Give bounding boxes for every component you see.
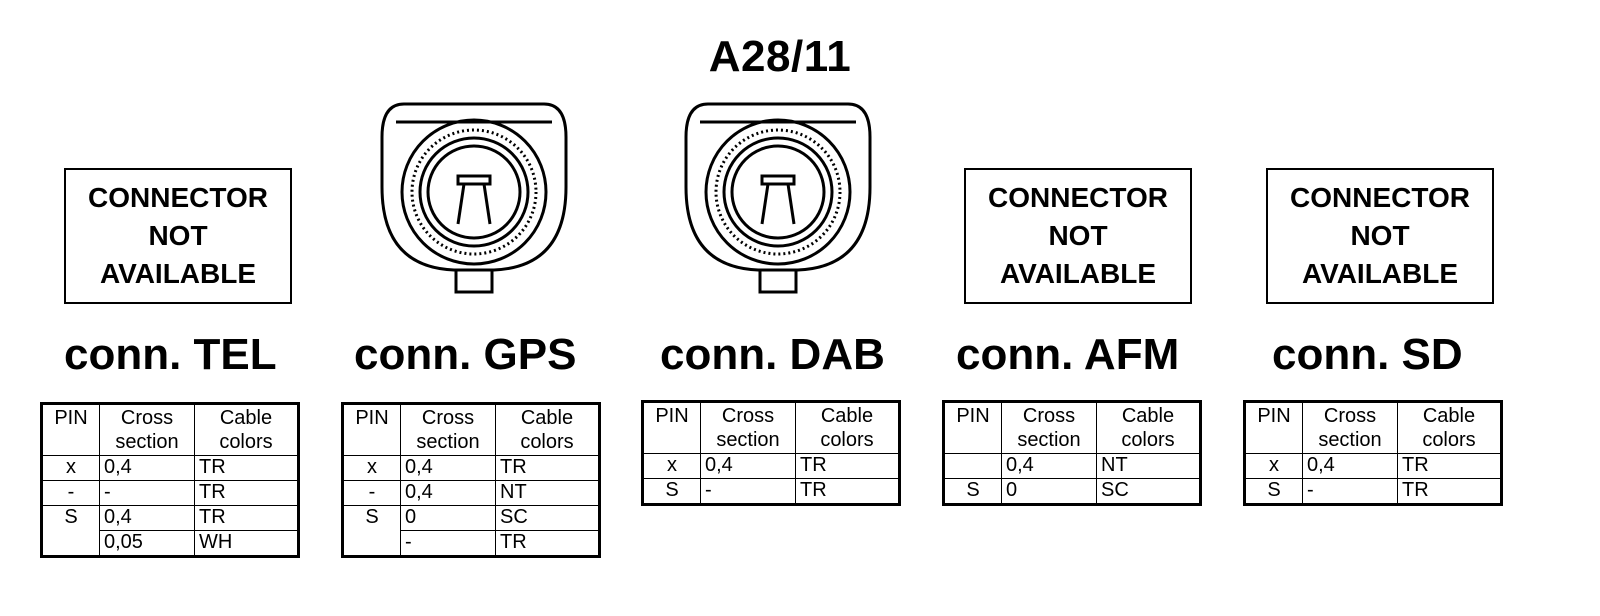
cross-section-cell: 0 bbox=[400, 505, 496, 531]
cable-color-cell: TR bbox=[795, 453, 900, 479]
cross-section-cell: - bbox=[700, 478, 796, 505]
cross-section-header: Cross section bbox=[99, 403, 195, 456]
pin-table: PIN Cross section Cable colors x 0,4 TR … bbox=[641, 400, 901, 506]
cross-section-cell: 0,4 bbox=[400, 455, 496, 481]
cable-color-cell: SC bbox=[1096, 478, 1201, 505]
pin-header: PIN bbox=[1244, 401, 1303, 454]
table-row: 0,05 WH bbox=[42, 530, 299, 557]
cross-section-cell: 0 bbox=[1001, 478, 1097, 505]
pin-header: PIN bbox=[342, 403, 401, 456]
coaxial-connector-icon bbox=[684, 102, 872, 294]
table-row: S 0,4 TR bbox=[41, 505, 299, 557]
cable-colors-header: Cable colors bbox=[1397, 401, 1502, 454]
cross-section-cell: 0,4 bbox=[1001, 453, 1097, 479]
cross-section-cell: - bbox=[99, 480, 195, 506]
table-row: S 0 SC bbox=[943, 478, 1201, 505]
pin-table: PIN Cross section Cable colors x 0,4 TR … bbox=[341, 402, 601, 558]
pin-cell bbox=[943, 453, 1002, 479]
diagram-title: A28/11 bbox=[708, 32, 852, 81]
cable-colors-header: Cable colors bbox=[194, 403, 299, 456]
cross-section-header: Cross section bbox=[1302, 401, 1398, 454]
pin-table: PIN Cross section Cable colors x 0,4 TR … bbox=[1243, 400, 1503, 506]
pin-cell: S bbox=[943, 478, 1002, 505]
cross-section-header: Cross section bbox=[1001, 401, 1097, 454]
table-row: S - TR bbox=[1244, 478, 1502, 505]
table-row: x 0,4 TR bbox=[642, 453, 900, 479]
connector-not-available-box: CONNECTOR NOT AVAILABLE bbox=[1266, 168, 1494, 304]
table-row: - TR bbox=[343, 530, 600, 557]
cable-colors-header: Cable colors bbox=[495, 403, 600, 456]
pin-header: PIN bbox=[943, 401, 1002, 454]
cable-color-cell: TR bbox=[194, 505, 299, 531]
cable-color-cell: TR bbox=[194, 480, 299, 506]
cross-section-cell: 0,4 bbox=[1302, 453, 1398, 479]
table-row: x 0,4 TR bbox=[1244, 453, 1502, 479]
pin-cell: S bbox=[1244, 478, 1303, 505]
table-row: 0,4 NT bbox=[943, 453, 1201, 479]
cross-section-cell: - bbox=[400, 530, 496, 557]
cable-color-cell: TR bbox=[1397, 453, 1502, 479]
table-row: S 0 SC bbox=[342, 505, 600, 557]
table-row: x 0,4 TR bbox=[342, 455, 600, 481]
connector-not-available-box: CONNECTOR NOT AVAILABLE bbox=[64, 168, 292, 304]
pin-header: PIN bbox=[41, 403, 100, 456]
cross-section-header: Cross section bbox=[700, 401, 796, 454]
pin-table: PIN Cross section Cable colors x 0,4 TR … bbox=[40, 402, 300, 558]
pin-cell: x bbox=[342, 455, 401, 481]
cable-color-cell: TR bbox=[194, 455, 299, 481]
na-line-1: CONNECTOR bbox=[88, 182, 268, 213]
pin-cell: - bbox=[342, 480, 401, 506]
pin-cell: x bbox=[642, 453, 701, 479]
cable-color-cell: TR bbox=[495, 455, 600, 481]
cable-color-cell: SC bbox=[495, 505, 600, 531]
na-line-1: CONNECTOR bbox=[1290, 182, 1470, 213]
cable-color-cell: NT bbox=[495, 480, 600, 506]
connector-name: conn. TEL bbox=[64, 330, 277, 379]
connector-name: conn. DAB bbox=[660, 330, 885, 379]
cross-section-cell: 0,05 bbox=[99, 530, 195, 557]
cable-colors-header: Cable colors bbox=[1096, 401, 1201, 454]
cable-color-cell: TR bbox=[1397, 478, 1502, 505]
cross-section-cell: 0,4 bbox=[99, 505, 195, 531]
pin-cell: S bbox=[41, 505, 100, 557]
pin-cell: S bbox=[642, 478, 701, 505]
pin-cell: S bbox=[342, 505, 401, 557]
table-row: S - TR bbox=[642, 478, 900, 505]
cross-section-header: Cross section bbox=[400, 403, 496, 456]
na-line-2: NOT bbox=[148, 220, 208, 251]
cable-color-cell: TR bbox=[495, 530, 600, 557]
connector-not-available-box: CONNECTOR NOT AVAILABLE bbox=[964, 168, 1192, 304]
na-line-3: AVAILABLE bbox=[99, 258, 257, 289]
connector-name: conn. SD bbox=[1272, 330, 1463, 379]
cross-section-cell: 0,4 bbox=[700, 453, 796, 479]
table-row: - - TR bbox=[41, 480, 299, 506]
connector-name: conn. AFM bbox=[956, 330, 1180, 379]
pin-table: PIN Cross section Cable colors 0,4 NT S … bbox=[942, 400, 1202, 506]
na-line-1: CONNECTOR bbox=[988, 182, 1168, 213]
cable-color-cell: NT bbox=[1096, 453, 1201, 479]
cable-color-cell: TR bbox=[795, 478, 900, 505]
table-row: - 0,4 NT bbox=[342, 480, 600, 506]
na-line-3: AVAILABLE bbox=[999, 258, 1157, 289]
na-line-2: NOT bbox=[1048, 220, 1108, 251]
na-line-2: NOT bbox=[1350, 220, 1410, 251]
pin-cell: - bbox=[41, 480, 100, 506]
pin-header: PIN bbox=[642, 401, 701, 454]
table-row: x 0,4 TR bbox=[41, 455, 299, 481]
coaxial-connector-icon bbox=[380, 102, 568, 294]
cross-section-cell: 0,4 bbox=[99, 455, 195, 481]
cable-color-cell: WH bbox=[194, 530, 299, 557]
pin-cell: x bbox=[1244, 453, 1303, 479]
pin-cell: x bbox=[41, 455, 100, 481]
connector-name: conn. GPS bbox=[354, 330, 577, 379]
cross-section-cell: - bbox=[1302, 478, 1398, 505]
cable-colors-header: Cable colors bbox=[795, 401, 900, 454]
cross-section-cell: 0,4 bbox=[400, 480, 496, 506]
na-line-3: AVAILABLE bbox=[1301, 258, 1459, 289]
